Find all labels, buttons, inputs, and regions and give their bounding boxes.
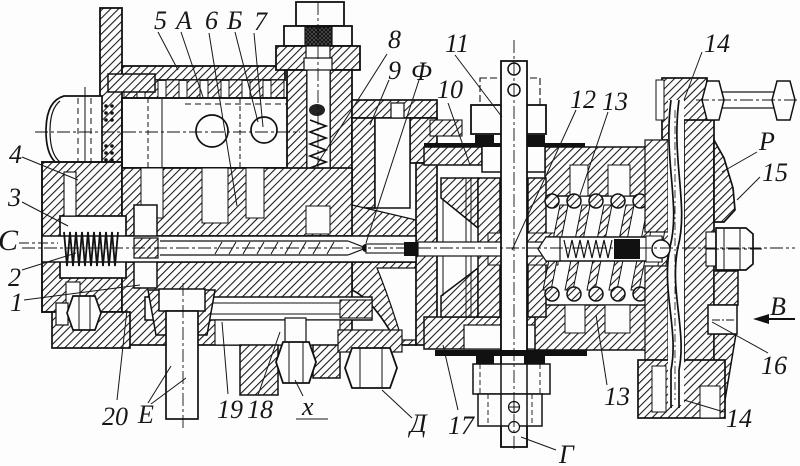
svg-text:5: 5 xyxy=(154,6,167,35)
svg-text:3: 3 xyxy=(7,183,21,212)
svg-text:Ф: Ф xyxy=(411,57,432,86)
svg-text:13: 13 xyxy=(602,87,628,116)
svg-text:Б: Б xyxy=(226,6,242,35)
svg-text:В: В xyxy=(770,292,786,321)
svg-text:6: 6 xyxy=(205,6,218,35)
svg-text:Г: Г xyxy=(558,440,575,466)
svg-text:14: 14 xyxy=(726,404,752,433)
svg-text:12: 12 xyxy=(570,85,596,114)
svg-text:20: 20 xyxy=(102,402,128,431)
svg-text:10: 10 xyxy=(437,75,463,104)
svg-text:9: 9 xyxy=(388,56,401,85)
svg-text:С: С xyxy=(0,224,19,257)
svg-text:18: 18 xyxy=(247,395,273,424)
svg-text:х: х xyxy=(301,392,314,421)
svg-text:19: 19 xyxy=(217,395,243,424)
svg-text:15: 15 xyxy=(762,158,788,187)
svg-text:2: 2 xyxy=(8,263,21,292)
svg-text:11: 11 xyxy=(445,29,469,58)
svg-text:17: 17 xyxy=(448,411,475,440)
svg-text:16: 16 xyxy=(761,351,787,380)
svg-text:7: 7 xyxy=(254,7,268,36)
svg-text:Д: Д xyxy=(407,409,428,438)
svg-text:1: 1 xyxy=(10,288,23,317)
svg-text:А: А xyxy=(174,6,192,35)
svg-text:13: 13 xyxy=(604,382,630,411)
svg-text:8: 8 xyxy=(388,25,401,54)
svg-text:Е: Е xyxy=(137,400,154,429)
svg-text:4: 4 xyxy=(9,140,22,169)
svg-text:Р: Р xyxy=(758,127,775,156)
svg-text:14: 14 xyxy=(704,29,730,58)
